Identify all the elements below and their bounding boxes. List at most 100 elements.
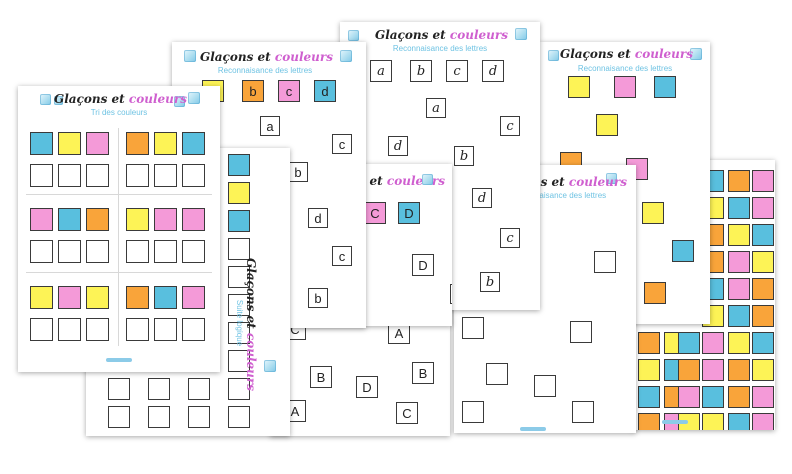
empty-box xyxy=(154,240,177,263)
letter-box: d xyxy=(482,60,504,82)
footer-bar xyxy=(106,358,132,362)
empty-box xyxy=(572,401,594,423)
ice-cube-icon xyxy=(184,50,196,62)
color-box xyxy=(672,240,694,262)
ice-cube-icon xyxy=(174,96,185,107)
color-box xyxy=(728,413,750,430)
letter-box: d xyxy=(308,208,328,228)
letter-box: a xyxy=(370,60,392,82)
empty-box xyxy=(228,238,250,260)
ice-cube-icon xyxy=(548,50,559,61)
color-box xyxy=(752,224,774,246)
empty-box xyxy=(30,240,53,263)
worksheet-title: Glaçons et couleurs xyxy=(375,28,508,42)
empty-box xyxy=(228,322,250,344)
letter-box: b xyxy=(308,288,328,308)
letter-box: B xyxy=(412,362,434,384)
worksheet-subtitle: Reconnaisance des lettres xyxy=(511,191,607,200)
color-box xyxy=(644,282,666,304)
color-box xyxy=(752,251,774,273)
color-box xyxy=(702,332,724,354)
color-box xyxy=(752,170,774,192)
empty-box xyxy=(108,406,130,428)
color-box xyxy=(638,413,660,430)
worksheet-title: Glaçons et couleurs xyxy=(560,47,693,61)
letter-box: D xyxy=(398,202,420,224)
empty-box xyxy=(182,318,205,341)
letter-box: B xyxy=(310,366,332,388)
letter-box: b xyxy=(242,80,264,102)
color-box xyxy=(702,386,724,408)
worksheet-subtitle: Suite logique xyxy=(235,299,244,347)
empty-box xyxy=(594,251,616,273)
empty-box xyxy=(182,240,205,263)
color-box xyxy=(728,305,750,327)
color-box xyxy=(752,359,774,381)
letter-box: a xyxy=(426,98,446,118)
empty-box xyxy=(58,164,81,187)
color-box xyxy=(228,154,250,176)
letter-box: b xyxy=(410,60,432,82)
worksheet-subtitle: Reconnaisance des lettres xyxy=(577,64,673,73)
color-box xyxy=(678,332,700,354)
color-box xyxy=(728,170,750,192)
empty-box xyxy=(126,164,149,187)
ice-cube-icon xyxy=(54,96,63,105)
empty-box xyxy=(58,318,81,341)
ice-cube-icon xyxy=(690,48,702,60)
ice-cube-icon xyxy=(422,174,433,185)
vertical-divider xyxy=(118,128,119,346)
rotated-header: Glaçons et couleurs Suite logique xyxy=(235,258,258,391)
empty-box xyxy=(228,294,250,316)
ice-cube-icon xyxy=(606,173,617,184)
empty-box xyxy=(126,318,149,341)
empty-box xyxy=(86,164,109,187)
color-box xyxy=(678,386,700,408)
color-box xyxy=(752,305,774,327)
color-box xyxy=(728,386,750,408)
worksheet-subtitle: Reconnaisance des lettres xyxy=(392,44,488,53)
color-box xyxy=(728,251,750,273)
letter-box: b xyxy=(288,162,308,182)
empty-box xyxy=(228,350,250,372)
empty-box xyxy=(228,378,250,400)
empty-box xyxy=(154,318,177,341)
letter-box: d xyxy=(472,188,492,208)
color-box xyxy=(642,202,664,224)
color-box xyxy=(728,359,750,381)
empty-box xyxy=(534,375,556,397)
letter-box: C xyxy=(396,402,418,424)
letter-box: b xyxy=(480,272,500,292)
color-box xyxy=(752,413,774,430)
worksheet-letters-b-lower: d c b xyxy=(452,170,542,306)
ice-cube-icon xyxy=(40,94,51,105)
empty-box xyxy=(462,317,484,339)
empty-box xyxy=(228,406,250,428)
ice-cube-icon xyxy=(264,360,276,372)
color-box xyxy=(728,278,750,300)
color-box xyxy=(638,359,660,381)
color-box xyxy=(702,359,724,381)
empty-box xyxy=(58,240,81,263)
color-box xyxy=(752,197,774,219)
empty-box xyxy=(182,164,205,187)
color-box xyxy=(678,359,700,381)
color-box xyxy=(182,132,205,155)
color-box xyxy=(752,278,774,300)
letter-box: b xyxy=(454,146,474,166)
worksheet-title: Glaçons et couleurs xyxy=(200,50,333,64)
empty-box xyxy=(30,318,53,341)
worksheet-subtitle: Reconnaisance des lettres xyxy=(217,66,313,75)
empty-box xyxy=(126,240,149,263)
empty-box xyxy=(30,164,53,187)
footer-bar xyxy=(662,420,688,424)
worksheet-subtitle: Tri des couleurs xyxy=(90,108,148,117)
color-box xyxy=(728,332,750,354)
color-box xyxy=(228,182,250,204)
color-box xyxy=(728,224,750,246)
color-box xyxy=(182,286,205,309)
footer-bar xyxy=(520,427,546,431)
empty-box xyxy=(486,363,508,385)
color-box xyxy=(86,286,109,309)
color-box xyxy=(182,208,205,231)
